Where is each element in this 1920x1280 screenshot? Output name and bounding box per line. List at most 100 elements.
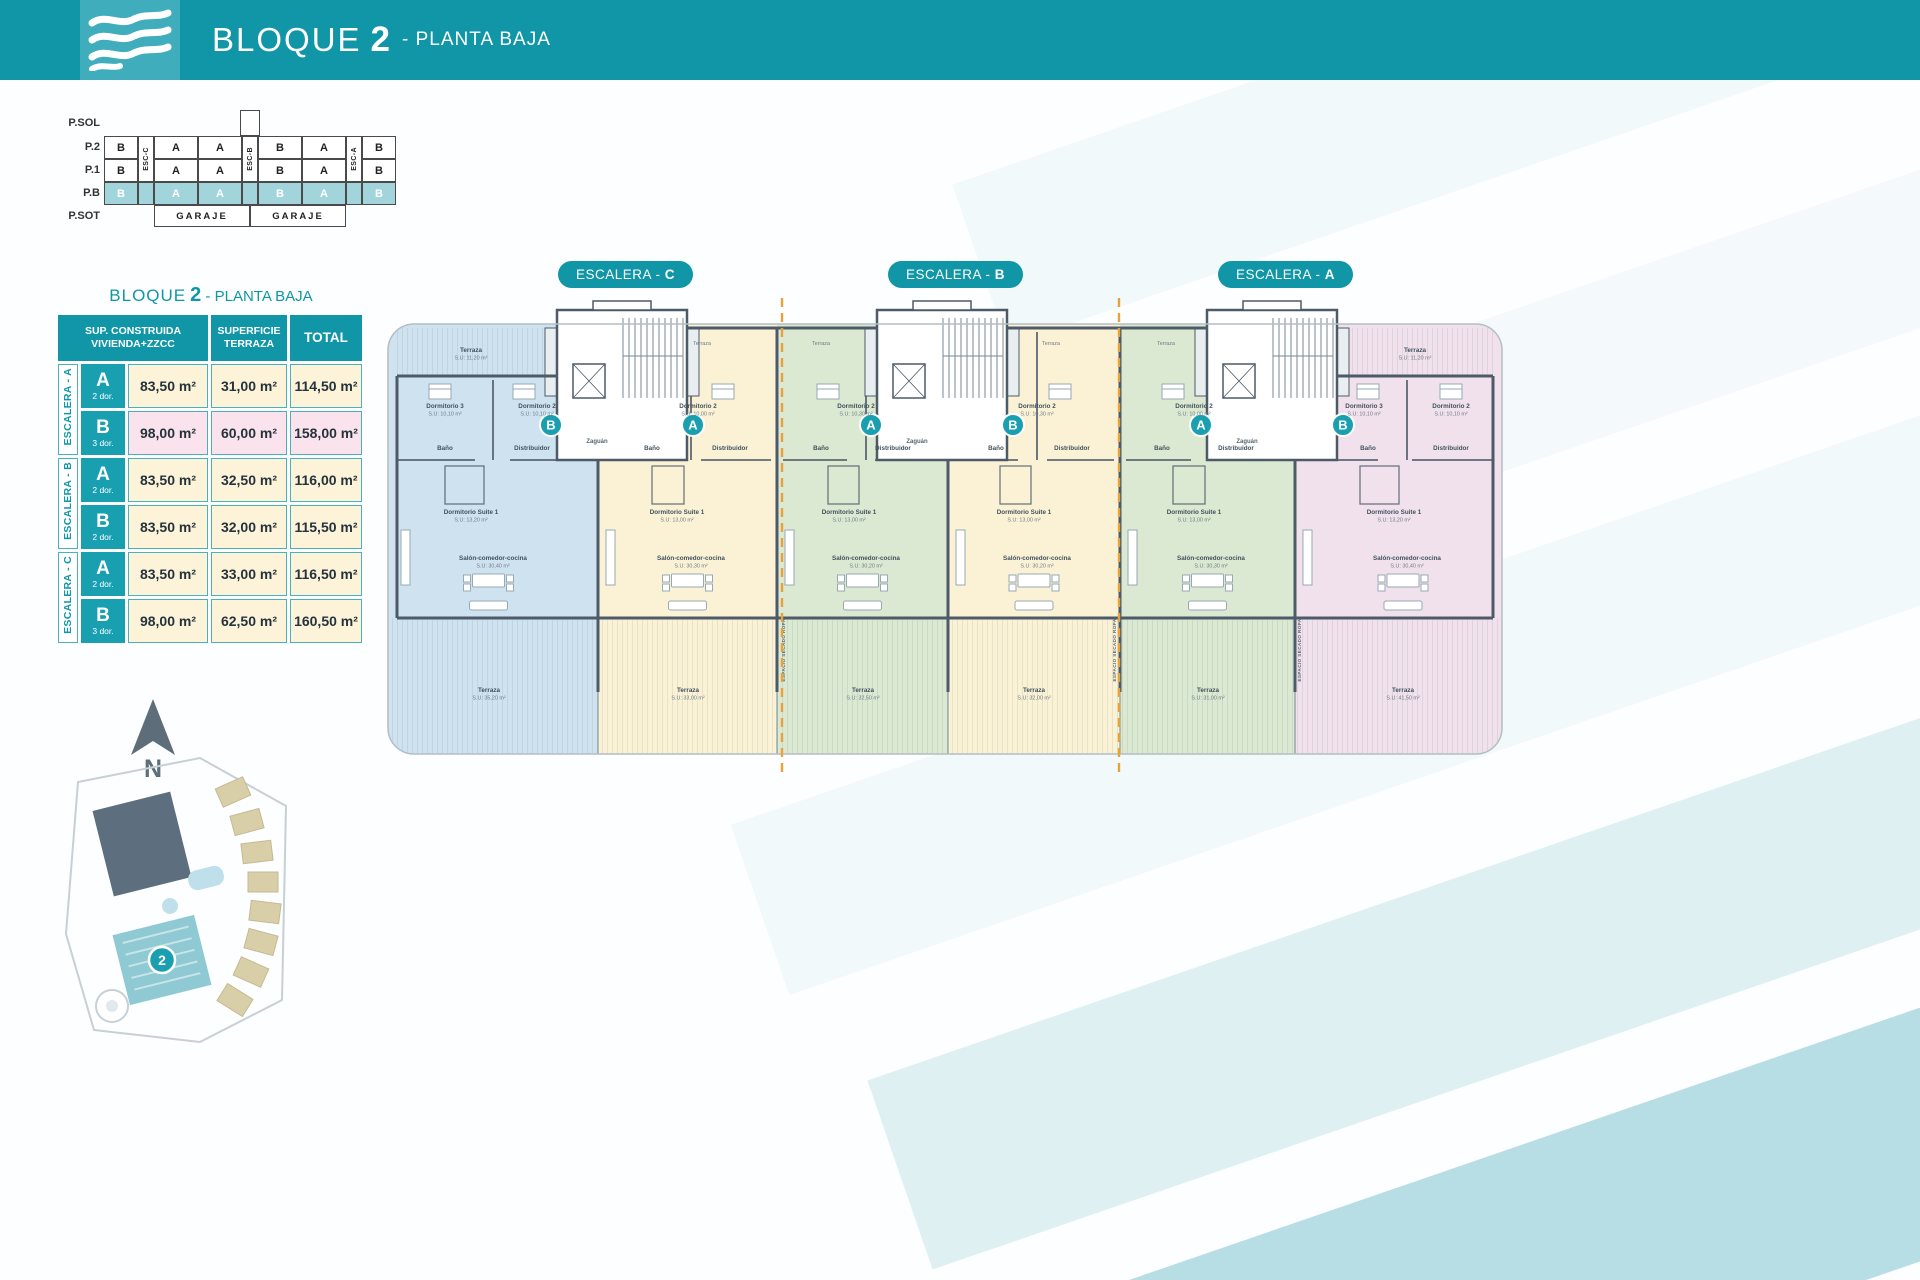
svg-text:Terraza: Terraza	[852, 687, 874, 694]
unit-dorm-count: 3 dor.	[92, 625, 114, 636]
stack-cell: B	[104, 159, 138, 182]
svg-text:S.U: 30,20 m²: S.U: 30,20 m²	[849, 564, 882, 570]
svg-text:B: B	[546, 418, 555, 433]
stack-cell-pb-esc	[138, 182, 154, 205]
svg-text:Baño: Baño	[1360, 445, 1376, 452]
room-label: Distribuidor	[1054, 445, 1090, 452]
room-label: Baño	[437, 445, 453, 452]
stack-cell-pb-esc	[242, 182, 258, 205]
building-2-badge: 2	[147, 945, 177, 975]
pb-highlight-band	[104, 182, 396, 205]
terraza-deck	[1337, 328, 1493, 376]
svg-text:Salón-comedor-cocina: Salón-comedor-cocina	[1373, 555, 1441, 562]
secado-ropa-label: ESPACIO SECADO ROPA	[781, 618, 786, 681]
room-label: Terraza	[693, 341, 711, 347]
unit-dorm-count: 3 dor.	[92, 437, 114, 448]
page-title-number: 2	[370, 20, 391, 59]
room-label: Dormitorio Suite 1S.U: 13,00 m²	[650, 509, 705, 524]
room-label: Dormitorio Suite 1 S.U: 13,20 m²	[444, 509, 499, 524]
room-label: Dormitorio Suite 1S.U: 13,00 m²	[1167, 509, 1222, 524]
room-label: Dormitorio Suite 1S.U: 13,20 m²	[1367, 509, 1422, 524]
svg-text:Salón-comedor-cocina: Salón-comedor-cocina	[657, 555, 725, 562]
escalera-group-label-text: ESCALERA - B	[62, 462, 74, 540]
pill-letter: C	[664, 267, 676, 282]
svg-text:Salón-comedor-cocina: Salón-comedor-cocina	[1177, 555, 1245, 562]
svg-text:S.U: 13,20 m²: S.U: 13,20 m²	[454, 518, 487, 524]
terraza-deck	[388, 618, 1502, 754]
svg-text:Salón-comedor-cocina: Salón-comedor-cocina	[459, 555, 527, 562]
svg-text:S.U: 13,20 m²: S.U: 13,20 m²	[1377, 518, 1410, 524]
site-roundabout-center	[106, 1000, 118, 1012]
svg-text:S.U: 31,00 m²: S.U: 31,00 m²	[1191, 696, 1224, 702]
stack-cell-pb: B	[258, 182, 302, 205]
svg-text:Dormitorio 2: Dormitorio 2	[1432, 403, 1470, 410]
svg-text:Dormitorio 3: Dormitorio 3	[426, 403, 464, 410]
room-label: Dormitorio 2S.U: 10,00 m²	[1175, 403, 1213, 418]
svg-text:A: A	[688, 418, 698, 433]
svg-text:S.U: 11,20 m²: S.U: 11,20 m²	[1399, 356, 1432, 362]
escalera-group-label: ESCALERA - C	[58, 552, 78, 643]
unit-dorm-count: 2 dor.	[92, 531, 114, 542]
unit-badge-a: A	[681, 413, 705, 437]
room-label: Terraza	[1042, 341, 1060, 347]
cell-total: 115,50 m²	[290, 505, 362, 549]
table-title-word: BLOQUE	[109, 286, 187, 305]
svg-text:Dormitorio Suite 1: Dormitorio Suite 1	[822, 509, 877, 516]
stack-cell: B	[362, 159, 396, 182]
svg-text:S.U: 35,20 m²: S.U: 35,20 m²	[472, 696, 505, 702]
pill-prefix: ESCALERA -	[906, 267, 995, 282]
svg-text:2: 2	[158, 952, 166, 968]
unit-badge-b: B	[539, 413, 563, 437]
stack-cell: A	[302, 136, 346, 159]
room-label: Dormitorio 2S.U: 10,00 m²	[679, 403, 717, 418]
floor-label: P.SOT	[68, 210, 100, 222]
stack-cell: B	[258, 159, 302, 182]
cell-terraza: 60,00 m²	[211, 411, 287, 455]
room-label: Baño	[1154, 445, 1170, 452]
escalera-pill-b: ESCALERA - B	[888, 261, 1024, 288]
svg-text:Dormitorio Suite 1: Dormitorio Suite 1	[444, 509, 499, 516]
stair-core: Zaguán	[544, 300, 700, 462]
esc-label: ESC-C	[138, 136, 154, 182]
unit-letter: B	[96, 605, 110, 627]
col-header-line2: VIVIENDA+ZZCC	[91, 338, 175, 350]
svg-text:Dormitorio Suite 1: Dormitorio Suite 1	[1167, 509, 1222, 516]
room-label: Terraza	[812, 341, 830, 347]
unit-dorm-count: 2 dor.	[92, 484, 114, 495]
col-header-line2: TERRAZA	[223, 338, 275, 350]
svg-text:Distribuidor: Distribuidor	[514, 445, 550, 452]
svg-text:Baño: Baño	[437, 445, 453, 452]
esc-label-text: ESC-A	[350, 147, 358, 171]
cell-terraza: 31,00 m²	[211, 364, 287, 408]
svg-text:S.U: 30,30 m²: S.U: 30,30 m²	[674, 564, 707, 570]
brand-logo	[80, 0, 180, 80]
svg-text:Distribuidor: Distribuidor	[875, 445, 911, 452]
elevator-shaft-box	[240, 110, 260, 136]
pill-letter: B	[994, 267, 1006, 282]
stack-cell-pb: A	[302, 182, 346, 205]
svg-text:Terraza: Terraza	[1197, 687, 1219, 694]
unit-dorm-count: 2 dor.	[92, 390, 114, 401]
stack-cell: A	[198, 136, 242, 159]
svg-text:B: B	[1008, 418, 1017, 433]
svg-text:Distribuidor: Distribuidor	[1433, 445, 1469, 452]
secado-ropa-label: ESPACIO SECADO ROPA	[1297, 618, 1302, 681]
svg-text:S.U: 10,10 m²: S.U: 10,10 m²	[428, 412, 461, 418]
escalera-group-label-text: ESCALERA - A	[62, 368, 74, 446]
stack-cell-pb: A	[198, 182, 242, 205]
pill-prefix: ESCALERA -	[576, 267, 665, 282]
svg-text:S.U: 10,10 m²: S.U: 10,10 m²	[1434, 412, 1467, 418]
svg-text:A: A	[866, 418, 876, 433]
room-label: Dormitorio 3 S.U: 10,10 m²	[426, 403, 464, 418]
zaguan-label: Zaguán	[906, 439, 928, 445]
stack-cell-pb-esc	[346, 182, 362, 205]
